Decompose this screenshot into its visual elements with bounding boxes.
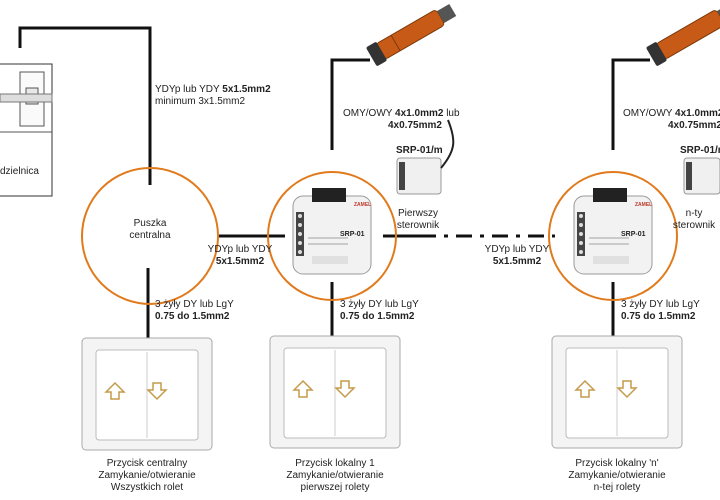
feed-cable-label: YDYp lub YDY 5x1.5mm2 minimum 3x1.5mm2 <box>155 84 271 108</box>
switch-cable-3-size: 0.75 do 1.5mm2 <box>621 311 696 322</box>
bus-cable-2-size: 5x1.5mm2 <box>492 256 542 267</box>
bus-cable-1-size: 5x1.5mm2 <box>215 256 265 267</box>
switch-caption-2-line1: Przycisk lokalny 1 <box>295 458 375 469</box>
switch-cable-1-type: 3 żyły DY lub LgY <box>155 299 234 310</box>
bus-cable-label-2: YDYp lub YDY 5x1.5mm2 <box>477 244 557 268</box>
bus-cable-1-type: YDYp lub YDY <box>207 244 273 255</box>
switch-cable-label-3: 3 żyły DY lub LgY 0.75 do 1.5mm2 <box>621 299 700 323</box>
motor-cable-1-alt: 4x0.75mm2 <box>388 120 442 131</box>
srp-desc-1-line1: Pierwszy <box>397 208 438 219</box>
srp-desc-1: Pierwszy sterownik <box>393 208 443 232</box>
switch-caption-2: Przycisk lokalny 1 Zamykanie/otwieranie … <box>260 458 410 494</box>
motor-cable-1-or: lub <box>443 108 460 119</box>
switch-cable-label-2: 3 żyły DY lub LgY 0.75 do 1.5mm2 <box>340 299 419 323</box>
motor-cable-1-type: OMY/OWY <box>343 108 396 119</box>
motor-cable-1-size: 4x1.0mm2 <box>395 108 444 119</box>
controller-module-icon: ZAMEL SRP-01 <box>573 188 653 275</box>
switch-caption-1: Przycisk centralny Zamykanie/otwieranie … <box>72 458 222 494</box>
srp-module-icon-1 <box>396 119 455 195</box>
wall-switch-icon <box>551 335 683 449</box>
tubular-motor-icon <box>646 3 720 66</box>
central-junction-box <box>81 167 219 305</box>
srp-desc-1-line2: sterownik <box>396 220 440 231</box>
feed-cable-minimum: minimum 3x1.5mm2 <box>155 96 246 107</box>
switch-caption-3-line1: Przycisk lokalny 'n' <box>575 458 659 469</box>
switch-cable-2-size: 0.75 do 1.5mm2 <box>340 311 415 322</box>
switch-cable-1-size: 0.75 do 1.5mm2 <box>155 311 230 322</box>
switch-cable-label-1: 3 żyły DY lub LgY 0.75 do 1.5mm2 <box>155 299 234 323</box>
arrow-down-icon <box>146 382 168 401</box>
arrow-down-icon <box>616 380 638 399</box>
switch-caption-2-line2: Zamykanie/otwieranie <box>286 470 384 481</box>
srp-label-1: SRP-01/m <box>396 145 443 156</box>
arrow-up-icon <box>104 381 126 400</box>
bus-cable-label-1: YDYp lub YDY 5x1.5mm2 <box>200 244 280 268</box>
motor-cable-label-n: OMY/OWY 4x1.0mm2 4x0.75mm2 <box>623 108 720 132</box>
circuit-breaker-icon <box>0 63 53 197</box>
wall-switch-icon <box>81 337 213 451</box>
central-box-line1: Puszka <box>133 218 167 229</box>
feed-cable-type: YDYp lub YDY <box>155 84 223 95</box>
arrow-down-icon <box>334 380 356 399</box>
tubular-motor-icon <box>366 3 457 66</box>
motor-cable-n-size: 4x1.0mm2 <box>675 108 720 119</box>
srp-desc-n: n-ty sterownik <box>668 208 720 232</box>
motor-cable-wire-n <box>611 58 650 150</box>
switch-cable-2-type: 3 żyły DY lub LgY <box>340 299 419 310</box>
controller-module-icon: ZAMEL SRP-01 <box>292 188 372 275</box>
switch-caption-3-line2: Zamykanie/otwieranie <box>568 470 666 481</box>
switch-caption-1-line3: Wszystkich rolet <box>110 482 184 493</box>
svg-text:SRP-01: SRP-01 <box>340 231 365 238</box>
junction-box-n <box>548 171 678 301</box>
srp-desc-n-line1: n-ty <box>685 208 703 219</box>
breaker-label: dzielnica <box>0 166 39 177</box>
motor-cable-label-1: OMY/OWY 4x1.0mm2 lub 4x0.75mm2 <box>343 108 460 132</box>
motor-cable-n-type: OMY/OWY <box>623 108 676 119</box>
arrow-up-icon <box>292 379 314 398</box>
junction-circles <box>81 167 678 305</box>
motor-cable-wire-1 <box>330 58 370 150</box>
switch-caption-1-line1: Przycisk centralny <box>106 458 188 469</box>
switch-caption-2-line3: pierwszej rolety <box>300 482 370 493</box>
svg-text:ZAMEL: ZAMEL <box>354 202 371 208</box>
central-box-label: Puszka centralna <box>115 218 185 242</box>
svg-text:ZAMEL: ZAMEL <box>635 202 652 208</box>
srp-module-icon-n <box>683 157 720 195</box>
switch-cable-3-type: 3 żyły DY lub LgY <box>621 299 700 310</box>
switch-caption-3-line3: n-tej rolety <box>593 482 641 493</box>
feed-cable-wire <box>18 26 152 185</box>
feed-cable-size: 5x1.5mm2 <box>222 84 271 95</box>
junction-box-1 <box>267 171 397 301</box>
central-box-line2: centralna <box>129 230 171 241</box>
svg-text:SRP-01: SRP-01 <box>621 231 646 238</box>
switch-caption-3: Przycisk lokalny 'n' Zamykanie/otwierani… <box>542 458 692 494</box>
arrow-up-icon <box>574 379 596 398</box>
srp-desc-n-line2: sterownik <box>672 220 716 231</box>
wall-switch-icon <box>269 335 401 449</box>
motor-cable-n-alt: 4x0.75mm2 <box>668 120 720 131</box>
wiring <box>18 26 650 340</box>
srp-label-n: SRP-01/m <box>680 145 720 156</box>
switch-caption-1-line2: Zamykanie/otwieranie <box>98 470 196 481</box>
bus-cable-2-type: YDYp lub YDY <box>484 244 550 255</box>
